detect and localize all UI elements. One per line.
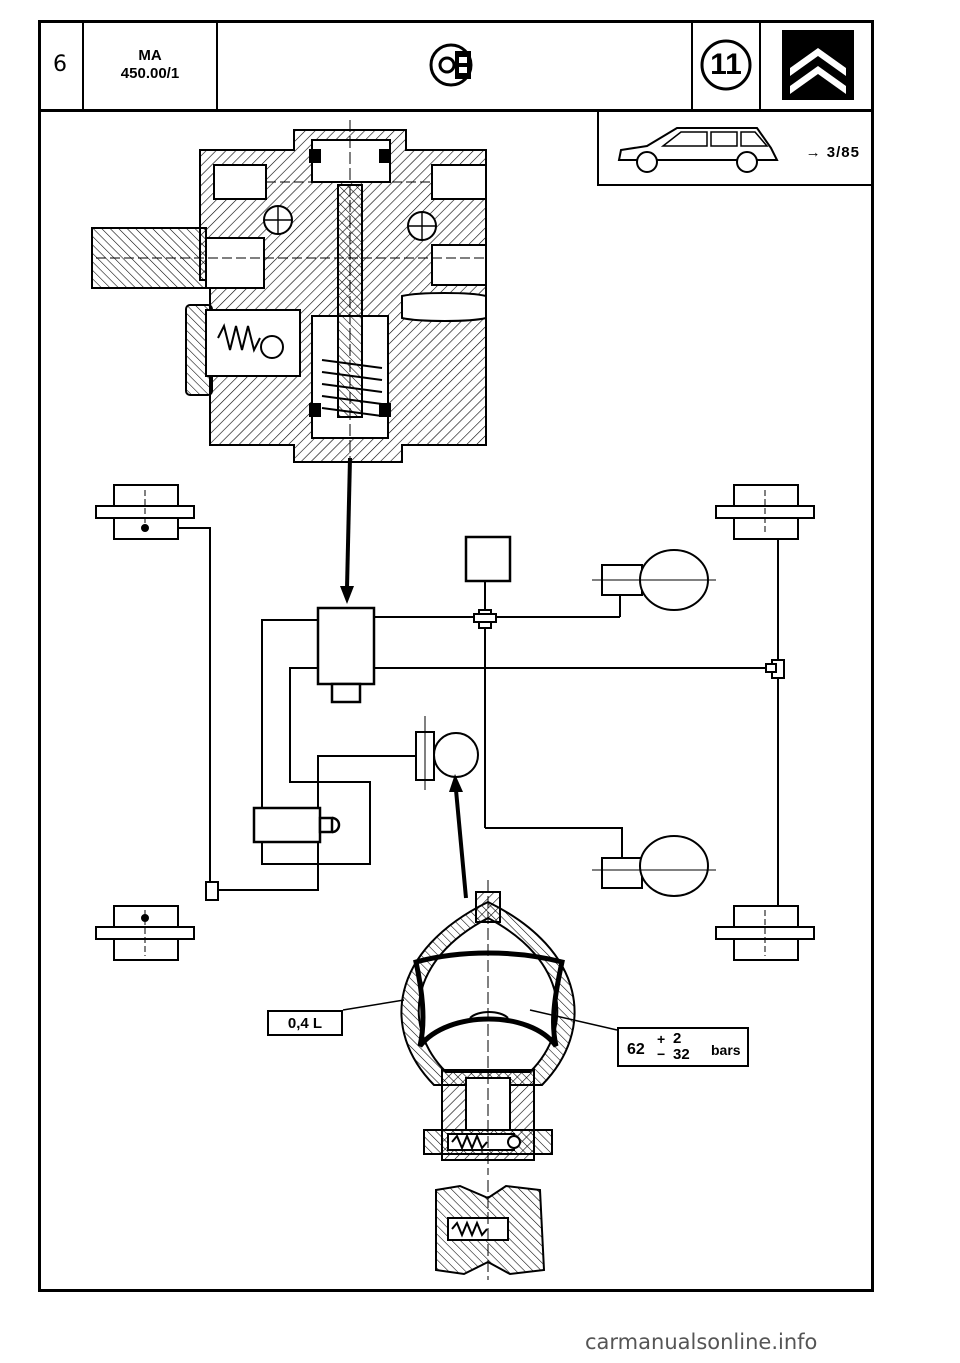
rear-left-brake-cylinder xyxy=(95,905,195,961)
watermark: carmanualsonline.info xyxy=(585,1330,818,1354)
doc-ref: 450.00/1 xyxy=(120,64,180,82)
page-frame xyxy=(38,20,874,1292)
front-left-brake-cylinder xyxy=(95,484,195,540)
pressure-tolerance: 2 32 xyxy=(673,1031,690,1063)
doc-code: MA xyxy=(138,46,162,64)
pressure-plus-minus: + − xyxy=(657,1031,666,1062)
section-number: 11 xyxy=(710,47,742,81)
section-circle-icon xyxy=(700,39,752,90)
accumulator-volume: 0,4 L xyxy=(287,1014,323,1032)
pump-box xyxy=(464,535,512,583)
pressure-unit: bars xyxy=(711,1042,741,1058)
accumulator-pressure-label: 62 + − 2 32 bars xyxy=(617,1027,749,1067)
doc-reference: MA 450.00/1 xyxy=(84,20,218,112)
regulator-cross-section xyxy=(91,120,487,468)
section-number-cell: 11 xyxy=(693,20,761,112)
tolerance-lower: 32 xyxy=(673,1046,690,1063)
front-suspension-sphere xyxy=(592,549,716,611)
hydraulic-lines xyxy=(148,527,779,910)
arrow-head xyxy=(340,586,354,604)
brake-control-valve xyxy=(316,606,376,704)
front-right-brake-cylinder xyxy=(715,484,815,540)
junction-fittings xyxy=(205,609,785,901)
accumulator-cross-section xyxy=(400,880,576,1280)
brand-cell xyxy=(761,20,874,112)
pressure-leader-line xyxy=(529,1009,618,1031)
arrow-to-valve xyxy=(345,457,352,589)
pressure-value: 62 xyxy=(627,1041,645,1058)
rear-right-brake-cylinder xyxy=(715,905,815,961)
estate-car-icon xyxy=(617,127,779,173)
brake-accumulator-symbol xyxy=(415,716,479,790)
accumulator-volume-label: 0,4 L xyxy=(267,1010,343,1036)
arrow-to-accumulator xyxy=(454,789,468,899)
page-number: 6 xyxy=(38,20,84,112)
volume-leader-line xyxy=(342,999,405,1011)
citroen-chevrons-logo xyxy=(781,29,854,100)
brake-limiter-valve xyxy=(252,806,341,844)
applicability-box: → 3/85 xyxy=(597,112,874,186)
page-number-text: 6 xyxy=(53,52,67,77)
brake-disc-icon xyxy=(429,43,472,86)
arrow-head-2 xyxy=(449,774,463,792)
applicability-date: → 3/85 xyxy=(805,144,860,161)
section-icon-cell xyxy=(218,20,693,112)
tolerance-upper: 2 xyxy=(673,1030,682,1047)
rear-suspension-sphere xyxy=(592,835,716,897)
